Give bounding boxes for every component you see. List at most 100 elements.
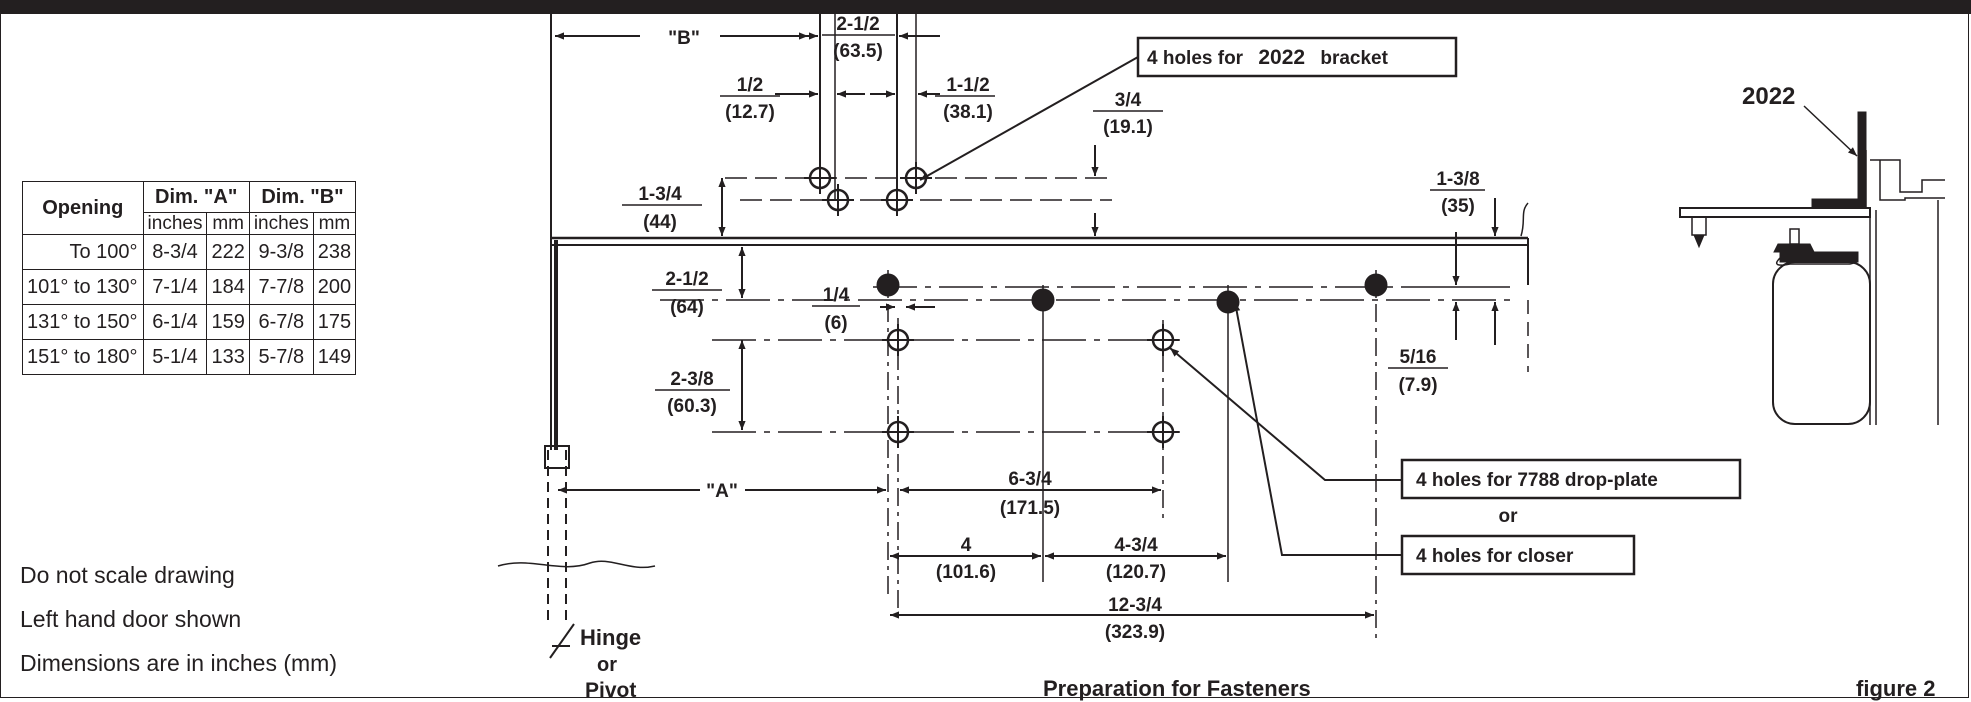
dimension-table: Opening Dim. "A" Dim. "B" inches mm inch… <box>22 181 357 375</box>
callout-bracket-model: 2022 <box>1258 46 1305 69</box>
bracket-holes <box>802 160 934 218</box>
callout-dropplate-text: 4 holes for 7788 drop-plate <box>1416 470 1658 491</box>
dim-label: 6-3/4 <box>1008 469 1052 490</box>
leader-line-closer <box>1233 301 1402 556</box>
callout-closer-text: 4 holes for closer <box>1416 546 1574 567</box>
dim-label: 2-1/2 <box>836 14 879 35</box>
header-dim-a: Dim. "A" <box>142 181 250 213</box>
table-row: To 100° 8-3/4 222 9-3/8 238 <box>22 234 357 270</box>
callout-bracket-text: 4 holes for 2022 bracket <box>1147 46 1389 69</box>
header-opening: Opening <box>22 181 144 235</box>
arm-bolt-head <box>1773 243 1815 253</box>
crosshole-icon <box>802 160 838 196</box>
hinge-label: Hinge <box>580 625 641 650</box>
dim-label: (44) <box>643 212 677 233</box>
leader-line-bracket <box>919 56 1139 181</box>
cell-a-inches: 6-1/4 <box>142 304 208 340</box>
cell-a-inches: 7-1/4 <box>142 269 208 305</box>
dim-label: (38.1) <box>943 102 993 123</box>
dim-label: 1-1/2 <box>946 75 989 96</box>
pivot-label: Pivot <box>585 679 636 700</box>
dim-label: (7.9) <box>1398 375 1437 396</box>
dim-label: (60.3) <box>667 396 717 417</box>
dim-label: (19.1) <box>1103 117 1153 138</box>
callout-or-text: or <box>1499 506 1519 527</box>
cell-opening: To 100° <box>22 234 144 270</box>
callout-bracket-suffix: bracket <box>1320 48 1388 69</box>
crosshole-icon <box>879 182 915 218</box>
pivot-shaft <box>1691 216 1707 236</box>
subheader-b-mm: mm <box>312 212 357 235</box>
arm-bolt <box>1789 228 1800 245</box>
crosshole-icon <box>1145 414 1181 450</box>
dim-label: 1/2 <box>737 75 763 96</box>
solid-hole-icon <box>1364 273 1388 297</box>
cell-b-inches: 6-7/8 <box>248 304 314 340</box>
frame-profile <box>1879 160 1945 201</box>
cell-a-inches: 5-1/4 <box>142 339 208 375</box>
bracket-horizontal-leg <box>1811 198 1867 209</box>
dim-label: 12-3/4 <box>1108 595 1162 616</box>
closer-body <box>1772 261 1871 425</box>
crosshole-icon <box>898 160 934 196</box>
dim-label: (101.6) <box>936 562 996 583</box>
callout-bracket-prefix: 4 holes for <box>1147 48 1244 69</box>
dim-label: 1-3/8 <box>1436 169 1479 190</box>
solid-hole-icon <box>1031 288 1055 312</box>
footer-title: Preparation for Fasteners <box>1043 676 1311 701</box>
cell-b-mm: 149 <box>312 339 357 375</box>
dim-label: 2-3/8 <box>670 369 713 390</box>
note-left-hand-door: Left hand door shown <box>20 606 242 632</box>
bracket-install-sketch: 2022 <box>1679 83 1945 425</box>
solid-hole-icon <box>876 273 900 297</box>
closer-arm-end <box>1775 255 1858 266</box>
cell-b-mm: 175 <box>312 304 357 340</box>
model-2022-label: 2022 <box>1742 83 1795 110</box>
hinge-block <box>544 445 570 469</box>
drop-plate <box>1679 207 1871 218</box>
cell-a-mm: 159 <box>206 304 250 340</box>
dim-label: 3/4 <box>1115 90 1142 111</box>
dropplate-holes <box>880 322 1181 450</box>
dim-label: (6) <box>824 313 847 334</box>
dim-label: 2-1/2 <box>665 269 708 290</box>
crosshole-icon <box>880 322 916 358</box>
dim-label: 1-3/4 <box>638 184 682 205</box>
cell-a-mm: 222 <box>206 234 250 270</box>
header-dim-b: Dim. "B" <box>248 181 357 213</box>
dim-label: (12.7) <box>725 102 775 123</box>
dim-label: (171.5) <box>1000 498 1060 519</box>
leader-line-dropplate <box>1169 347 1402 481</box>
cell-b-inches: 9-3/8 <box>248 234 314 270</box>
closer-arm <box>1779 251 1859 263</box>
model-leader-line <box>1803 105 1858 157</box>
dim-label: (63.5) <box>833 41 883 62</box>
dim-label: (323.9) <box>1105 622 1165 643</box>
dim-label: 4 <box>961 535 972 556</box>
dim-b-label: "B" <box>668 28 700 49</box>
dim-label: 4-3/4 <box>1114 535 1158 556</box>
frame-break-mark <box>1520 202 1529 237</box>
dim-label: 1/4 <box>823 285 850 306</box>
dim-label: 5/16 <box>1400 347 1437 368</box>
dim-label: (120.7) <box>1106 562 1166 583</box>
dim-label: (35) <box>1441 196 1475 217</box>
figure-label: figure 2 <box>1856 676 1936 701</box>
crosshole-icon <box>820 182 856 218</box>
table-row: 131° to 150° 6-1/4 159 6-7/8 175 <box>22 304 357 340</box>
frame-profile <box>1870 159 1945 193</box>
crosshole-icon <box>880 414 916 450</box>
pivot-tip <box>1693 234 1705 249</box>
bracket-vertical-leg <box>1857 111 1867 209</box>
cell-opening: 151° to 180° <box>22 339 144 375</box>
note-dimension-units: Dimensions are in inches (mm) <box>20 650 337 676</box>
cell-a-mm: 184 <box>206 269 250 305</box>
hinge-or-label: or <box>597 654 617 676</box>
dim-label: (64) <box>670 297 704 318</box>
cell-opening: 131° to 150° <box>22 304 144 340</box>
closer-holes <box>876 273 1388 314</box>
centerline-symbol <box>549 623 575 659</box>
cell-a-mm: 133 <box>206 339 250 375</box>
top-border-bar <box>0 0 1971 14</box>
